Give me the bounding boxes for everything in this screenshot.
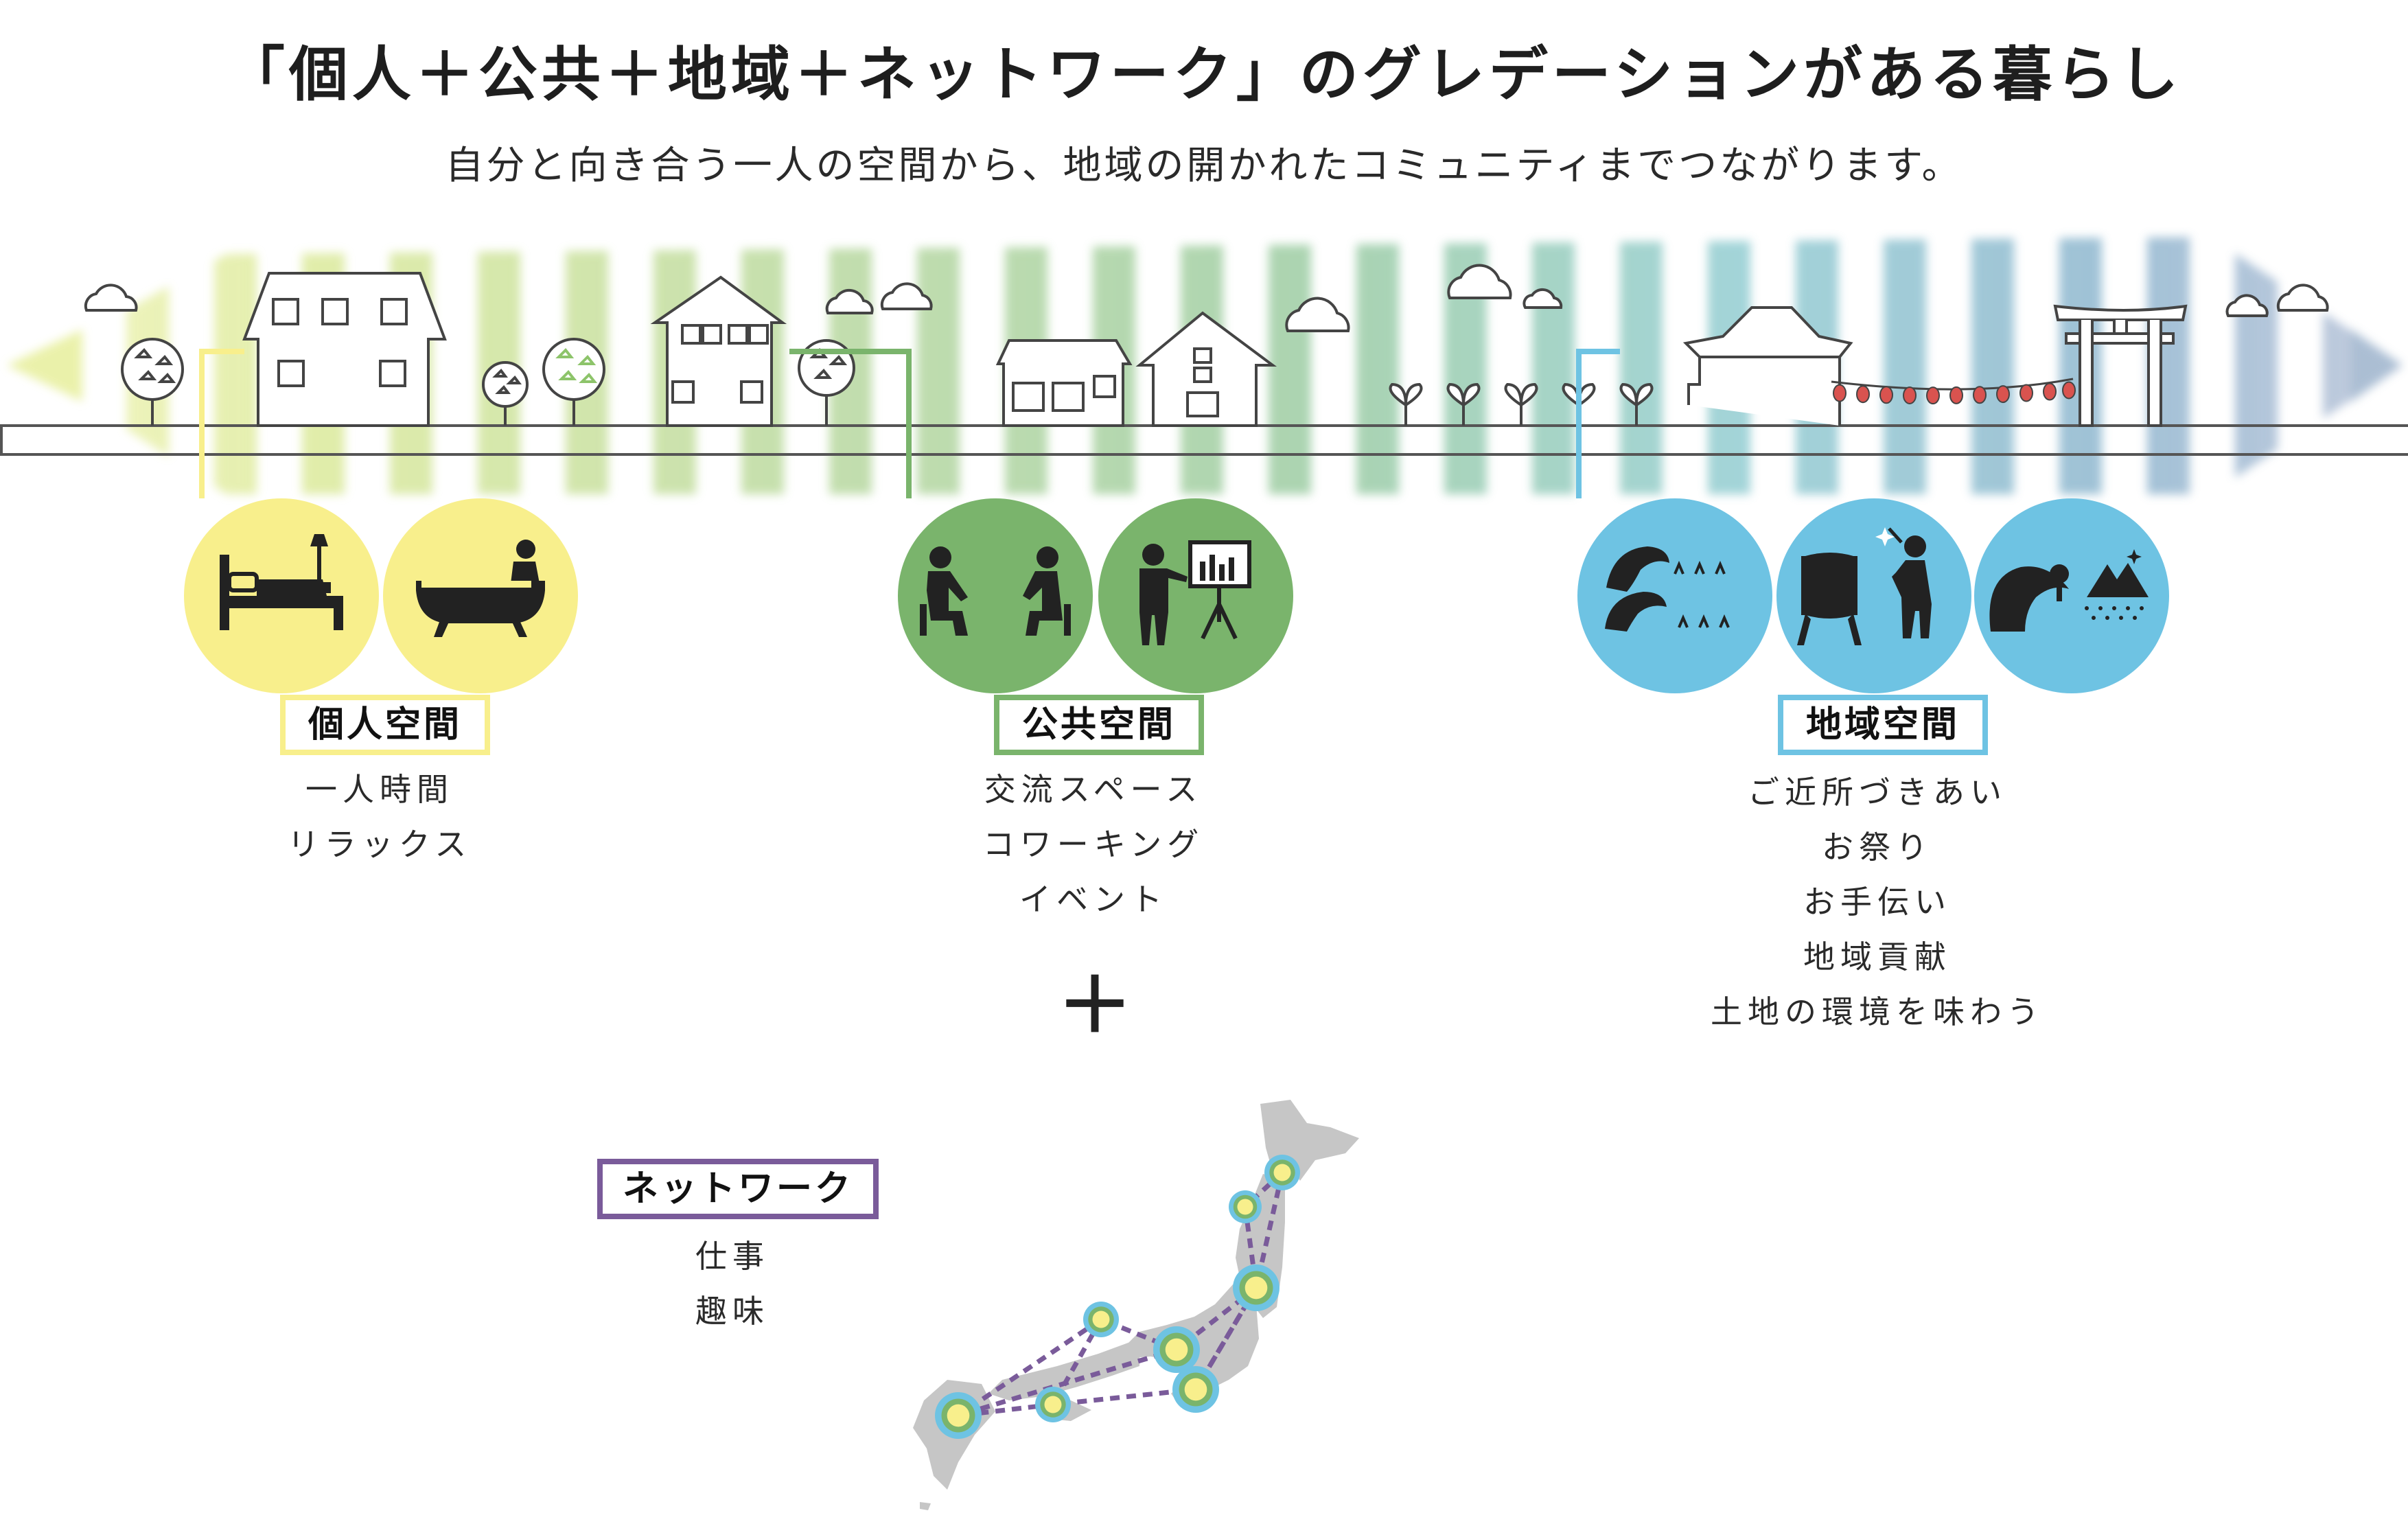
public-bracket — [789, 349, 912, 498]
lantern-icon — [2043, 382, 2057, 401]
lantern-icon — [1856, 385, 1870, 404]
network-label: ネットワーク — [597, 1159, 879, 1219]
temple-icon — [1682, 306, 1853, 426]
personal-items-list: 一人時間 リラックス — [242, 762, 517, 872]
lantern-icon — [2019, 384, 2033, 402]
network-node — [1233, 1264, 1280, 1311]
personal-space-label: 個人空間 — [280, 695, 490, 755]
lantern-icon — [1879, 386, 1893, 404]
list-item: イベント — [1019, 881, 1168, 918]
public-items-list: 交流スペース コワーキング イベント — [956, 762, 1231, 927]
bed-icon — [184, 498, 379, 693]
torii-gate-icon — [2053, 304, 2188, 427]
cloud-icon — [1285, 297, 1350, 332]
list-item: お手伝い — [1803, 883, 1952, 921]
house-icon — [650, 275, 787, 427]
personal-bracket — [199, 349, 244, 498]
list-item: 趣味 — [695, 1293, 769, 1330]
conversation-icon — [898, 498, 1093, 693]
page-subtitle: 自分と向き合う一人の空間から、地域の開かれたコミュニティまでつながります。 — [445, 143, 1963, 188]
farming-icon — [1577, 498, 1772, 693]
cloud-icon — [2225, 284, 2329, 317]
presentation-icon — [1098, 498, 1293, 693]
list-item: 交流スペース — [984, 771, 1203, 808]
cloud-icon — [1447, 264, 1563, 309]
lantern-icon — [2062, 381, 2076, 400]
list-item: 土地の環境を味わう — [1711, 993, 2044, 1030]
list-item: リラックス — [287, 826, 472, 863]
network-node — [935, 1392, 982, 1439]
network-node — [1083, 1302, 1119, 1337]
tree-icon — [121, 338, 184, 426]
network-node — [1264, 1155, 1300, 1190]
local-bracket — [1576, 349, 1620, 498]
lantern-icon — [1949, 386, 1963, 404]
list-item: コワーキング — [982, 826, 1205, 863]
network-node — [1153, 1326, 1200, 1373]
map-nodes — [935, 1155, 1300, 1439]
lantern-icon — [1973, 386, 1987, 404]
plus-sign: ＋ — [1057, 962, 1133, 1050]
local-items-list: ご近所づきあい お祭り お手伝い 地域貢献 土地の環境を味わう — [1671, 765, 2083, 1039]
tree-icon — [482, 361, 529, 426]
tree-icon — [542, 338, 605, 426]
network-node — [1229, 1190, 1262, 1223]
festival-drum-icon — [1776, 498, 1971, 693]
list-item: 地域貢献 — [1803, 938, 1952, 975]
lanterns — [1833, 381, 2076, 405]
public-space-label: 公共空間 — [994, 695, 1204, 755]
network-node — [1035, 1387, 1071, 1422]
house-icon — [995, 311, 1277, 427]
bathtub-icon — [383, 498, 578, 693]
page-title: 「個人＋公共＋地域＋ネットワーク」のグレデーションがある暮らし — [225, 41, 2183, 109]
house-large-icon — [242, 272, 447, 427]
lantern-icon — [1833, 384, 1846, 402]
local-space-label: 地域空間 — [1778, 695, 1988, 755]
lantern-icon — [1903, 386, 1917, 404]
landscape-icon — [1974, 498, 2169, 693]
list-item: ご近所づきあい — [1748, 774, 2007, 811]
network-node — [1172, 1366, 1219, 1413]
lantern-icon — [1996, 385, 2010, 404]
network-items-list: 仕事 趣味 — [636, 1229, 829, 1339]
cloud-icon — [84, 284, 138, 312]
list-item: 一人時間 — [305, 771, 454, 808]
list-item: 仕事 — [695, 1238, 769, 1275]
list-item: お祭り — [1822, 829, 1933, 866]
cloud-icon — [825, 282, 933, 314]
lantern-icon — [1926, 386, 1940, 405]
